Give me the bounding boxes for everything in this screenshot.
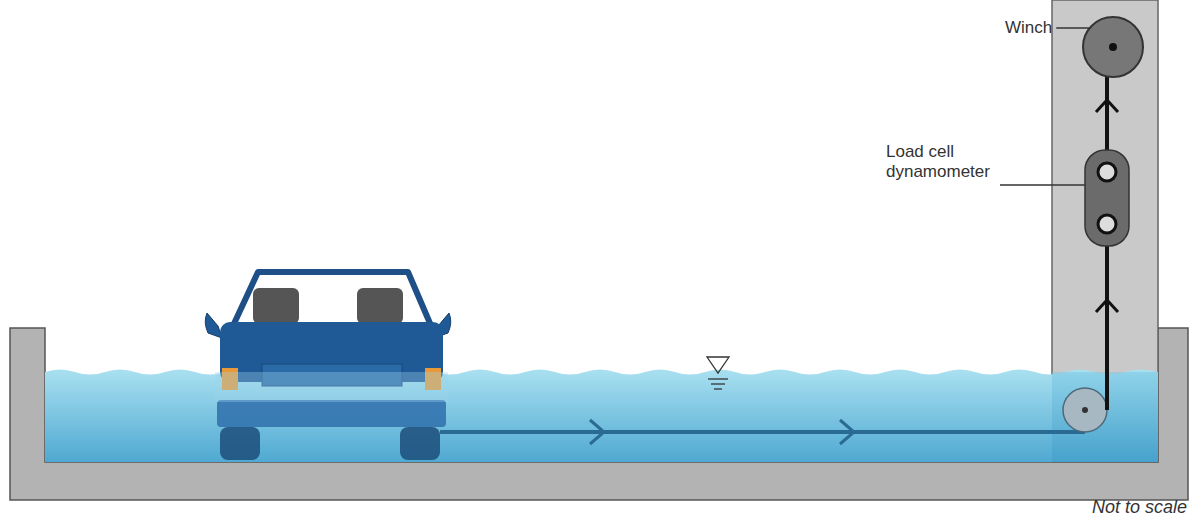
car [205, 272, 451, 460]
winch-cable [1096, 50, 1118, 410]
pulley-axle [1082, 407, 1088, 413]
water-level-symbol [707, 357, 729, 389]
winch-tower [1052, 0, 1158, 462]
tow-cable [440, 420, 1085, 444]
water [45, 370, 1158, 463]
part-label: Load cell dynamometer [886, 142, 996, 182]
winch-drum [1083, 17, 1143, 77]
leader-line [1056, 27, 1090, 28]
winch-axle [1109, 43, 1117, 51]
leader-line [1000, 184, 1085, 185]
pulley [1063, 388, 1107, 432]
load-cell-dynamometer [1085, 150, 1129, 246]
flume-tank [10, 328, 1188, 500]
scale-note: Not to scale [1092, 497, 1187, 517]
part-label: Winch [1005, 18, 1052, 38]
